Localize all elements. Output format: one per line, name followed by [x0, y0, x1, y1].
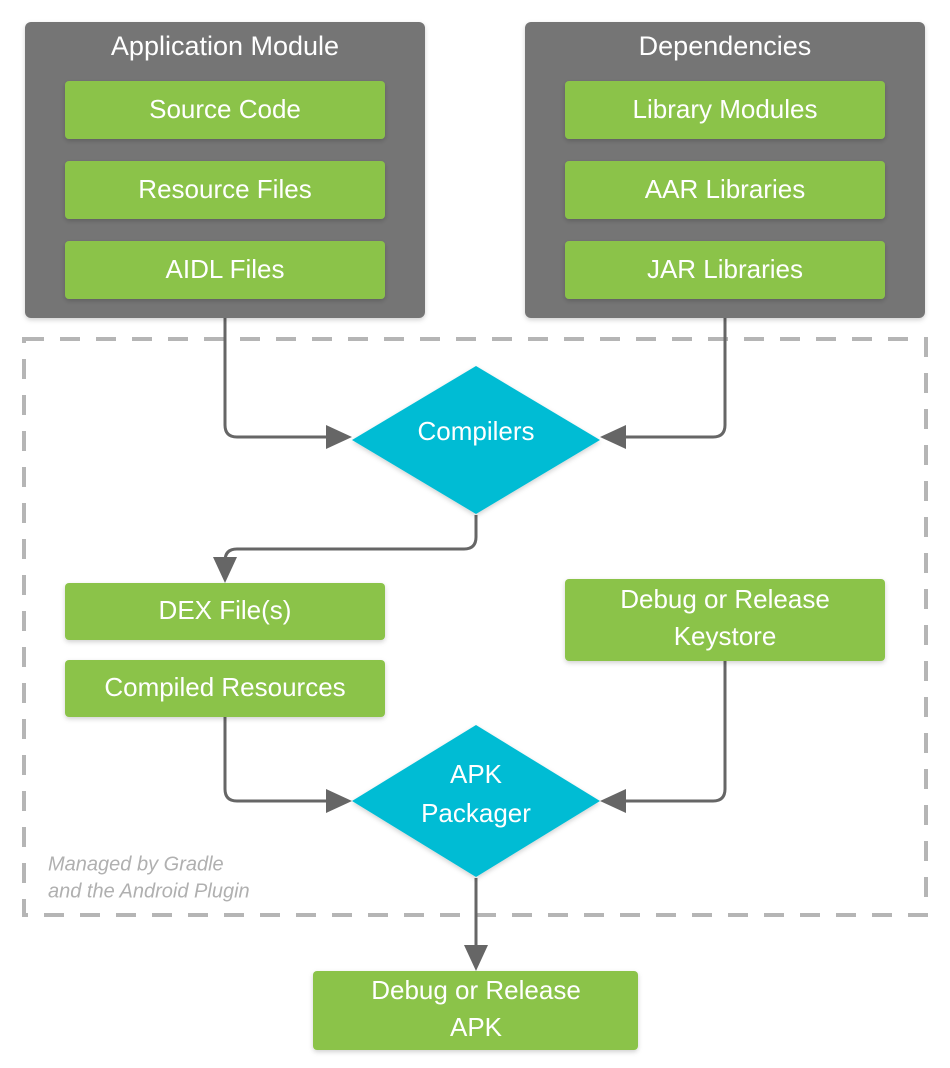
node-dex-files: DEX File(s) — [65, 583, 385, 640]
process-compilers-shape — [352, 366, 600, 514]
process-apk-packager-shape — [352, 725, 600, 877]
node-dex-files-label: DEX File(s) — [159, 595, 292, 625]
node-resource-files-label: Resource Files — [138, 174, 311, 204]
process-apk-packager-label-line1: APK — [450, 759, 503, 789]
node-library-modules: Library Modules — [565, 81, 885, 139]
process-compilers: Compilers — [352, 366, 600, 514]
node-resource-files: Resource Files — [65, 161, 385, 219]
edge-compiled-resources-to-apk-packager — [223, 716, 344, 803]
node-aidl-files: AIDL Files — [65, 241, 385, 299]
arrowhead-application-module-to-compilers — [326, 425, 352, 449]
node-aar-libraries-background — [565, 161, 885, 219]
managed-by-gradle-note-line1: Managed by Gradle — [48, 853, 224, 875]
process-apk-packager-label-line2: Packager — [421, 798, 531, 828]
process-compilers-label: Compilers — [417, 416, 534, 446]
arrowhead-compilers-to-dex-files — [213, 557, 237, 583]
node-output-apk-label-line2: APK — [450, 1012, 503, 1042]
node-jar-libraries-label: JAR Libraries — [647, 254, 803, 284]
node-resource-files-background — [65, 161, 385, 219]
node-keystore-label-line2: Keystore — [674, 621, 777, 651]
edge-compilers-to-dex-files — [223, 515, 478, 573]
edge-keystore-to-apk-packager — [608, 660, 727, 803]
node-compiled-resources-background — [65, 660, 385, 717]
node-source-code-label: Source Code — [149, 94, 301, 124]
node-source-code: Source Code — [65, 81, 385, 139]
node-output-apk-label-line1: Debug or Release — [371, 975, 581, 1005]
node-source-code-background — [65, 81, 385, 139]
node-library-modules-label: Library Modules — [633, 94, 818, 124]
node-compiled-resources: Compiled Resources — [65, 660, 385, 717]
node-jar-libraries: JAR Libraries — [565, 241, 885, 299]
node-aar-libraries-label: AAR Libraries — [645, 174, 805, 204]
process-apk-packager: APK Packager — [352, 725, 600, 877]
panel-application-module: Application Module Source Code Resource … — [25, 22, 425, 318]
node-aidl-files-label: AIDL Files — [166, 254, 285, 284]
panel-dependencies-title: Dependencies — [639, 31, 812, 61]
node-dex-files-background — [65, 583, 385, 640]
arrowhead-compiled-resources-to-apk-packager — [326, 789, 352, 813]
managed-by-gradle-note: Managed by Gradle and the Android Plugin — [48, 853, 250, 902]
node-output-apk-background — [313, 971, 638, 1050]
panel-application-module-title: Application Module — [111, 31, 339, 61]
node-aar-libraries: AAR Libraries — [565, 161, 885, 219]
arrowhead-dependencies-to-compilers — [600, 425, 626, 449]
node-aidl-files-background — [65, 241, 385, 299]
node-library-modules-background — [565, 81, 885, 139]
node-keystore-background — [565, 579, 885, 661]
node-keystore: Debug or Release Keystore — [565, 579, 885, 661]
arrowhead-apk-packager-to-output-apk — [464, 945, 488, 971]
edge-dependencies-to-compilers — [608, 318, 727, 439]
managed-by-gradle-note-line2: and the Android Plugin — [48, 880, 250, 902]
gradle-managed-boundary — [22, 337, 928, 917]
arrowhead-keystore-to-apk-packager — [600, 789, 626, 813]
node-output-apk: Debug or Release APK — [313, 971, 638, 1050]
node-jar-libraries-background — [565, 241, 885, 299]
node-keystore-label-line1: Debug or Release — [620, 584, 830, 614]
node-compiled-resources-label: Compiled Resources — [104, 672, 345, 702]
edge-application-module-to-compilers — [223, 318, 344, 439]
panel-dependencies: Dependencies Library Modules AAR Librari… — [525, 22, 925, 318]
